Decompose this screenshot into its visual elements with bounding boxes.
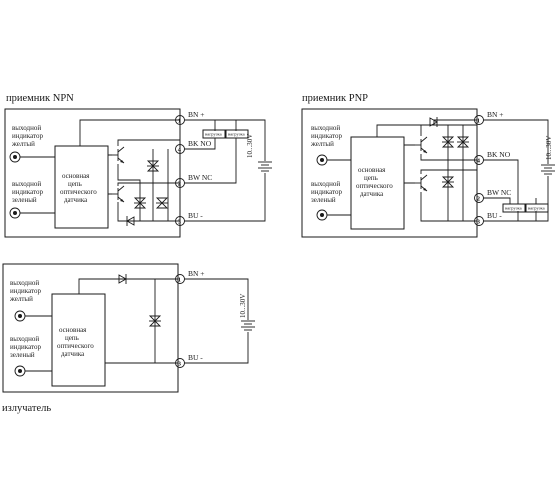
svg-text:1: 1	[477, 118, 480, 125]
npn-receiver-diagram: приемник NPN выходной индикатор желтый в…	[4, 93, 273, 238]
emitter-diode-icon	[118, 274, 127, 284]
svg-text:индикатор: индикатор	[311, 132, 342, 140]
npn-pin-4-label: BK NO	[188, 139, 212, 148]
npn-load-2	[225, 129, 249, 139]
npn-green-indicator-label: выходной индикатор зеленый	[12, 180, 43, 204]
emitter-voltage-label: 10...30V	[239, 294, 247, 318]
svg-text:цепь: цепь	[364, 174, 378, 182]
emitter-pin-3-label: BU -	[188, 353, 203, 362]
svg-text:зеленый: зеленый	[12, 196, 37, 204]
svg-text:оптического: оптического	[356, 182, 393, 190]
svg-text:зеленый: зеленый	[10, 351, 35, 359]
pnp-title: приемник PNP	[302, 93, 368, 104]
svg-text:зеленый: зеленый	[311, 196, 336, 204]
svg-text:выходной: выходной	[12, 180, 41, 188]
svg-text:датчика: датчика	[360, 190, 384, 198]
npn-pin-1-label: BN +	[188, 110, 205, 119]
svg-text:желтый: желтый	[9, 295, 33, 303]
svg-text:3: 3	[477, 219, 481, 226]
pnp-diode-icon	[429, 117, 438, 127]
svg-text:индикатор: индикатор	[311, 188, 342, 196]
npn-green-led-icon	[9, 207, 21, 219]
svg-text:выходной: выходной	[311, 180, 340, 188]
emitter-battery-icon	[240, 320, 256, 331]
pnp-pin-4-label: BK NO	[487, 150, 511, 159]
pnp-transistor-icon	[414, 174, 428, 192]
npn-pin-2-label: BW NC	[188, 173, 212, 182]
svg-text:индикатор: индикатор	[12, 188, 43, 196]
pnp-pin-2-label: BW NC	[487, 188, 511, 197]
svg-text:выходной: выходной	[311, 124, 340, 132]
svg-text:оптического: оптического	[57, 342, 94, 350]
svg-text:4: 4	[178, 147, 182, 154]
npn-title: приемник NPN	[6, 93, 74, 104]
svg-text:4: 4	[477, 158, 481, 165]
npn-load-1	[202, 129, 226, 139]
svg-text:основная: основная	[62, 172, 90, 180]
svg-text:цепь: цепь	[68, 180, 82, 188]
npn-pin-3-label: BU -	[188, 211, 203, 220]
pnp-transistor-icon	[414, 136, 428, 154]
npn-housing	[4, 108, 181, 238]
npn-diode-icon	[126, 216, 135, 226]
pnp-pin-1-label: BN +	[487, 110, 504, 119]
emitter-diagram: выходной индикатор желтый выходной индик…	[2, 263, 256, 414]
npn-transistor-icon	[111, 146, 125, 164]
pnp-battery-icon	[540, 164, 556, 175]
emitter-pin-1-label: BN +	[188, 269, 205, 278]
svg-text:выходной: выходной	[10, 335, 39, 343]
svg-text:датчика: датчика	[61, 350, 85, 358]
pnp-core-label: основная цепь оптического датчика	[356, 166, 393, 198]
svg-text:желтый: желтый	[11, 140, 35, 148]
emitter-green-led-icon	[14, 365, 26, 377]
svg-text:индикатор: индикатор	[10, 287, 41, 295]
emitter-core-label: основная цепь оптического датчика	[57, 326, 94, 358]
npn-voltage-label: 10...30V	[246, 134, 254, 158]
svg-text:выходной: выходной	[12, 124, 41, 132]
svg-text:нагрузка: нагрузка	[228, 132, 245, 137]
svg-text:нагрузка: нагрузка	[528, 206, 545, 211]
emitter-title: излучатель	[2, 403, 51, 414]
npn-yellow-led-icon	[9, 151, 21, 163]
npn-battery-icon	[257, 161, 273, 172]
npn-core-block	[54, 145, 109, 229]
svg-text:желтый: желтый	[310, 140, 334, 148]
emitter-core-block	[51, 293, 106, 387]
svg-text:основная: основная	[59, 326, 87, 334]
emitter-green-indicator-label: выходной индикатор зеленый	[10, 335, 41, 359]
npn-transistor-icon	[111, 185, 125, 203]
svg-text:2: 2	[178, 181, 181, 188]
svg-text:датчика: датчика	[64, 196, 88, 204]
emitter-yellow-led-icon	[14, 310, 26, 322]
svg-text:1: 1	[178, 118, 181, 125]
npn-yellow-indicator-label: выходной индикатор желтый	[11, 124, 43, 148]
npn-tvs-diode-icon	[155, 197, 169, 209]
pnp-pin-3-label: BU -	[487, 211, 502, 220]
svg-text:2: 2	[477, 196, 480, 203]
pnp-voltage-label: 10...30V	[545, 136, 553, 160]
svg-text:оптического: оптического	[60, 188, 97, 196]
svg-text:индикатор: индикатор	[10, 343, 41, 351]
pnp-yellow-indicator-label: выходной индикатор желтый	[310, 124, 342, 148]
pnp-green-indicator-label: выходной индикатор зеленый	[311, 180, 342, 204]
svg-text:3: 3	[178, 219, 182, 226]
svg-text:1: 1	[178, 277, 181, 284]
svg-text:нагрузка: нагрузка	[205, 132, 222, 137]
svg-text:нагрузка: нагрузка	[505, 206, 522, 211]
pnp-green-led-icon	[316, 209, 328, 221]
emitter-housing	[2, 263, 179, 393]
pnp-load-2	[525, 203, 549, 213]
pnp-receiver-diagram: приемник PNP выходной индикатор желтый в…	[301, 93, 556, 238]
npn-core-label: основная цепь оптического датчика	[60, 172, 97, 204]
emitter-yellow-indicator-label: выходной индикатор желтый	[9, 279, 41, 303]
svg-text:цепь: цепь	[65, 334, 79, 342]
svg-text:индикатор: индикатор	[12, 132, 43, 140]
svg-text:3: 3	[178, 361, 182, 368]
pnp-load-1	[502, 203, 526, 213]
pnp-yellow-led-icon	[316, 154, 328, 166]
svg-text:основная: основная	[358, 166, 386, 174]
svg-text:выходной: выходной	[10, 279, 39, 287]
